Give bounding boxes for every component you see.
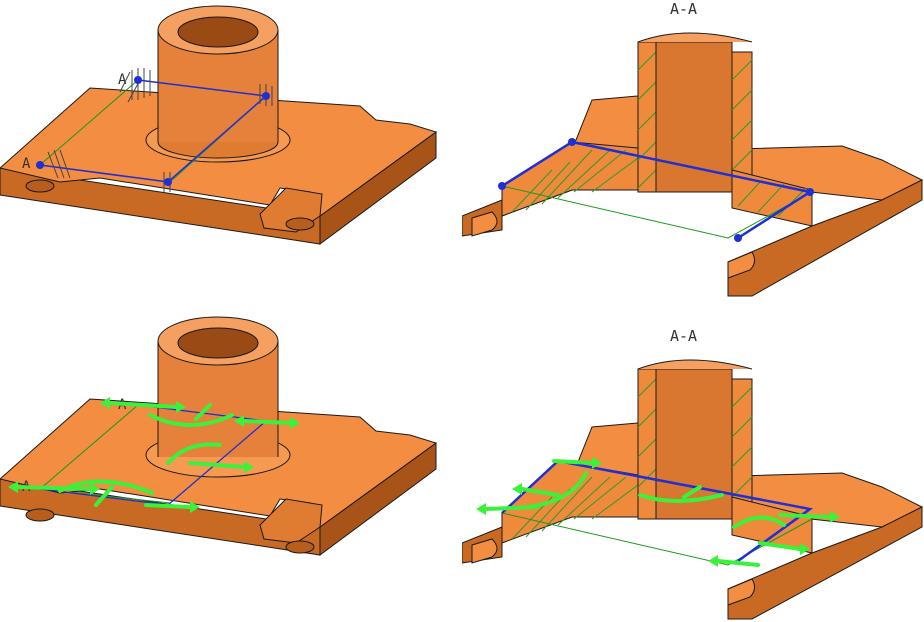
section-vertex-icon[interactable] (262, 92, 270, 100)
view-top-right[interactable]: A-A (462, 0, 924, 311)
section-view-title: A-A (670, 327, 697, 345)
drag-handle-icon[interactable] (476, 457, 840, 567)
section-vertex-icon[interactable] (164, 178, 172, 186)
section-cut-line[interactable] (39, 79, 268, 183)
boss-top-arc (637, 359, 753, 370)
boss-wall-left (637, 41, 657, 193)
slot-left (471, 538, 498, 564)
section-callout-lower[interactable]: A (22, 149, 71, 179)
section-plane-outline (501, 512, 813, 566)
view-top-left[interactable]: A A (0, 0, 462, 311)
section-vertex-icon[interactable] (134, 76, 142, 84)
hatch-lines-left (511, 476, 639, 540)
boss-bore (177, 327, 259, 359)
hole-right (285, 217, 315, 231)
section-vertex-icon[interactable] (806, 188, 814, 196)
hatch-face-left (501, 141, 639, 217)
section-cut-line[interactable] (501, 459, 814, 563)
base-plate-front-right (727, 506, 923, 620)
slot-right (727, 251, 756, 279)
drag-handle-icon[interactable] (16, 401, 292, 509)
section-cut-line[interactable] (501, 140, 814, 240)
hole-right (285, 540, 315, 554)
boss-bore-interior (655, 41, 733, 193)
section-vertex-icon[interactable] (36, 161, 44, 169)
view-bottom-right[interactable]: A-A (462, 311, 924, 622)
drag-handle-icon[interactable] (484, 459, 832, 567)
slot-right (727, 578, 756, 606)
section-vertex-icon[interactable] (734, 234, 742, 242)
base-plate-front-right (727, 179, 923, 297)
slot-right (259, 498, 323, 544)
callout-label-lower: A (22, 156, 31, 172)
boss-bore (177, 16, 259, 48)
view-bottom-left[interactable]: A A (0, 311, 462, 622)
drag-handle-icon[interactable] (8, 397, 300, 513)
section-view-title: A-A (670, 0, 697, 18)
section-vertex-icon[interactable] (568, 138, 576, 146)
slot-left (471, 211, 498, 237)
hole-left (25, 179, 55, 193)
callout-label-upper: A (118, 72, 127, 88)
hatch-lines-left (511, 149, 639, 213)
section-vertex-icon[interactable] (498, 182, 506, 190)
boss-top-arc (637, 32, 753, 43)
hole-left (25, 508, 55, 522)
